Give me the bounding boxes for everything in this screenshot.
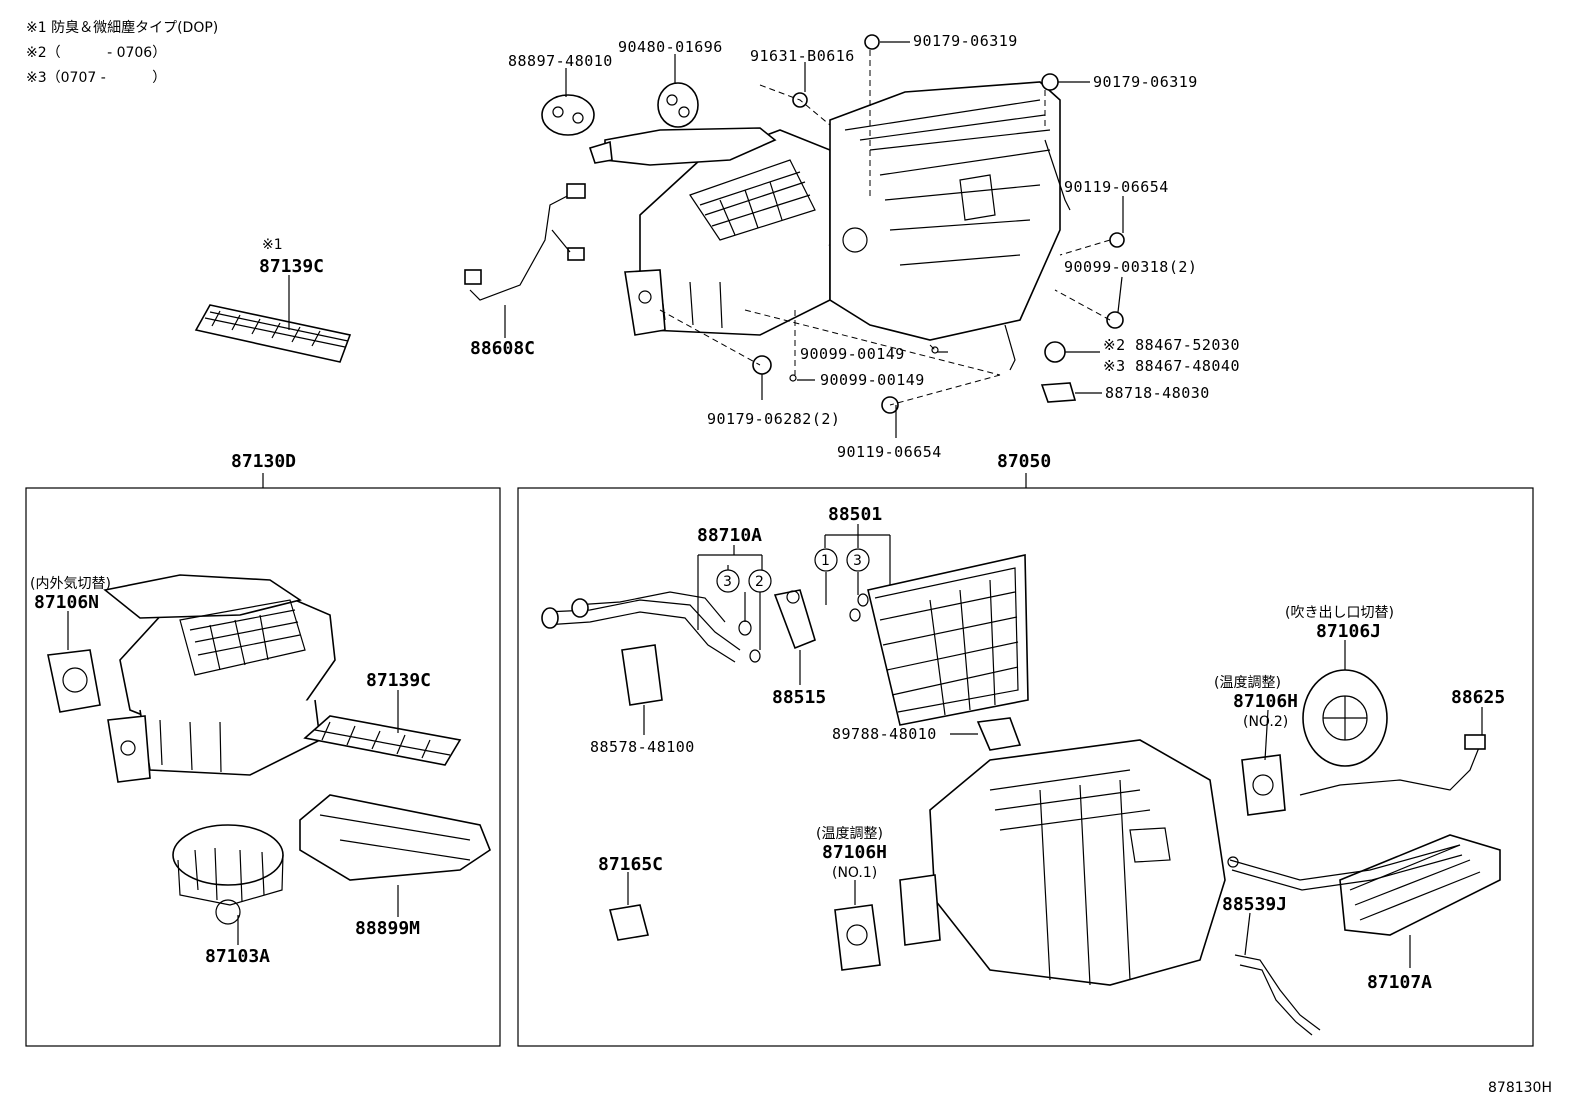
label-88899m: 88899M: [355, 918, 420, 939]
label-88578-48100: 88578-48100: [590, 738, 695, 756]
label-87106j: 87106J: [1316, 621, 1381, 642]
label-91631-b0616: 91631-B0616: [750, 47, 855, 65]
label-no2: (NO.2): [1243, 714, 1288, 730]
insulator-88578: [621, 644, 663, 706]
actuator-87106n: [47, 649, 101, 713]
label-87106h-no1: 87106H: [822, 842, 887, 863]
filter-87139c-top: [194, 304, 352, 363]
circle-num-3a: 3: [723, 574, 732, 590]
note-temp-adjust-1: (温度調整): [816, 826, 883, 842]
note-1: ※1 防臭＆微細塵タイプ(DOP): [26, 19, 218, 36]
group-title-87050: 87050: [997, 451, 1051, 472]
label-87139c: 87139C: [366, 670, 431, 691]
screw-90099-318: [1106, 311, 1124, 329]
note-outlet-switch: (吹き出し口切替): [1285, 605, 1394, 621]
circle-num-1: 1: [821, 553, 830, 569]
label-88625: 88625: [1451, 687, 1505, 708]
bracket-88718: [1040, 382, 1077, 403]
filter-case-88899m: [299, 794, 491, 881]
label-88539j: 88539J: [1222, 894, 1287, 915]
bracket-89788: [976, 717, 1022, 751]
circle-num-2: 2: [755, 574, 764, 590]
label-90099-00149-a: 90099-00149: [800, 345, 905, 363]
grommet-88467: [1044, 341, 1066, 363]
label-90119-06654-b: 90119-06654: [837, 443, 942, 461]
label-88467-48040: ※3 88467-48040: [1103, 357, 1240, 375]
left-group-parts: [47, 574, 491, 925]
label-87139c-top: 87139C: [259, 256, 324, 277]
group-title-87130d: 87130D: [231, 451, 296, 472]
sensor-87165c: [609, 904, 649, 941]
clip-90179-b: [1041, 73, 1059, 91]
label-88710a: 88710A: [697, 525, 762, 546]
circle-num-3b: 3: [853, 553, 862, 569]
label-90099-00149-b: 90099-00149: [820, 371, 925, 389]
label-87139c-top-mark: ※1: [262, 237, 283, 253]
label-87106h-no2: 87106H: [1233, 691, 1298, 712]
evaporator-88501: [867, 554, 1029, 726]
label-90179-06319-a: 90179-06319: [913, 32, 1018, 50]
label-89788-48010: 89788-48010: [832, 725, 937, 743]
right-group-parts: [541, 554, 1501, 1036]
group-frame-87130d: [25, 487, 501, 1047]
bolt-90119-a: [1109, 232, 1125, 248]
note-3: ※3（0707 - ）: [26, 70, 166, 86]
label-87165c: 87165C: [598, 854, 663, 875]
actuator-87106h-no1: [834, 904, 881, 971]
label-90179-06282: 90179-06282(2): [707, 410, 840, 428]
filter-87139c: [303, 715, 462, 766]
group-frame-87050: [517, 487, 1534, 1047]
label-88515: 88515: [772, 687, 826, 708]
note-switch-inner-outer: (内外気切替): [30, 576, 111, 592]
label-90179-06319-b: 90179-06319: [1093, 73, 1198, 91]
expansion-valve-88515: [773, 589, 816, 650]
label-88897-48010: 88897-48010: [508, 52, 613, 70]
note-2: ※2（ - 0706）: [26, 45, 166, 61]
label-88467-52030: ※2 88467-52030: [1103, 336, 1240, 354]
label-88608c: 88608C: [470, 338, 535, 359]
label-87106n: 87106N: [34, 592, 99, 613]
clip-90179-a: [864, 34, 880, 50]
label-88718-48030: 88718-48030: [1105, 384, 1210, 402]
label-90480-01696: 90480-01696: [618, 38, 723, 56]
blower-motor-87103a: [172, 824, 284, 886]
label-no1: (NO.1): [832, 865, 877, 881]
label-90099-00318: 90099-00318(2): [1064, 258, 1197, 276]
label-90119-06654-a: 90119-06654: [1064, 178, 1169, 196]
label-87107a: 87107A: [1367, 972, 1432, 993]
actuator-87106h-no2: [1241, 754, 1286, 816]
note-temp-adjust-2: (温度調整): [1214, 675, 1281, 691]
grommet-90480: [657, 82, 699, 128]
label-87103a: 87103A: [205, 946, 270, 967]
clip-90179-282: [752, 355, 772, 375]
top-hvac-assembly: [194, 34, 1125, 414]
label-88501: 88501: [828, 504, 882, 525]
heater-core-87107a: [1339, 834, 1501, 936]
grommet-88897: [541, 94, 595, 136]
connector-88625: [1464, 734, 1486, 750]
figure-code: 878130H: [1488, 1080, 1552, 1096]
